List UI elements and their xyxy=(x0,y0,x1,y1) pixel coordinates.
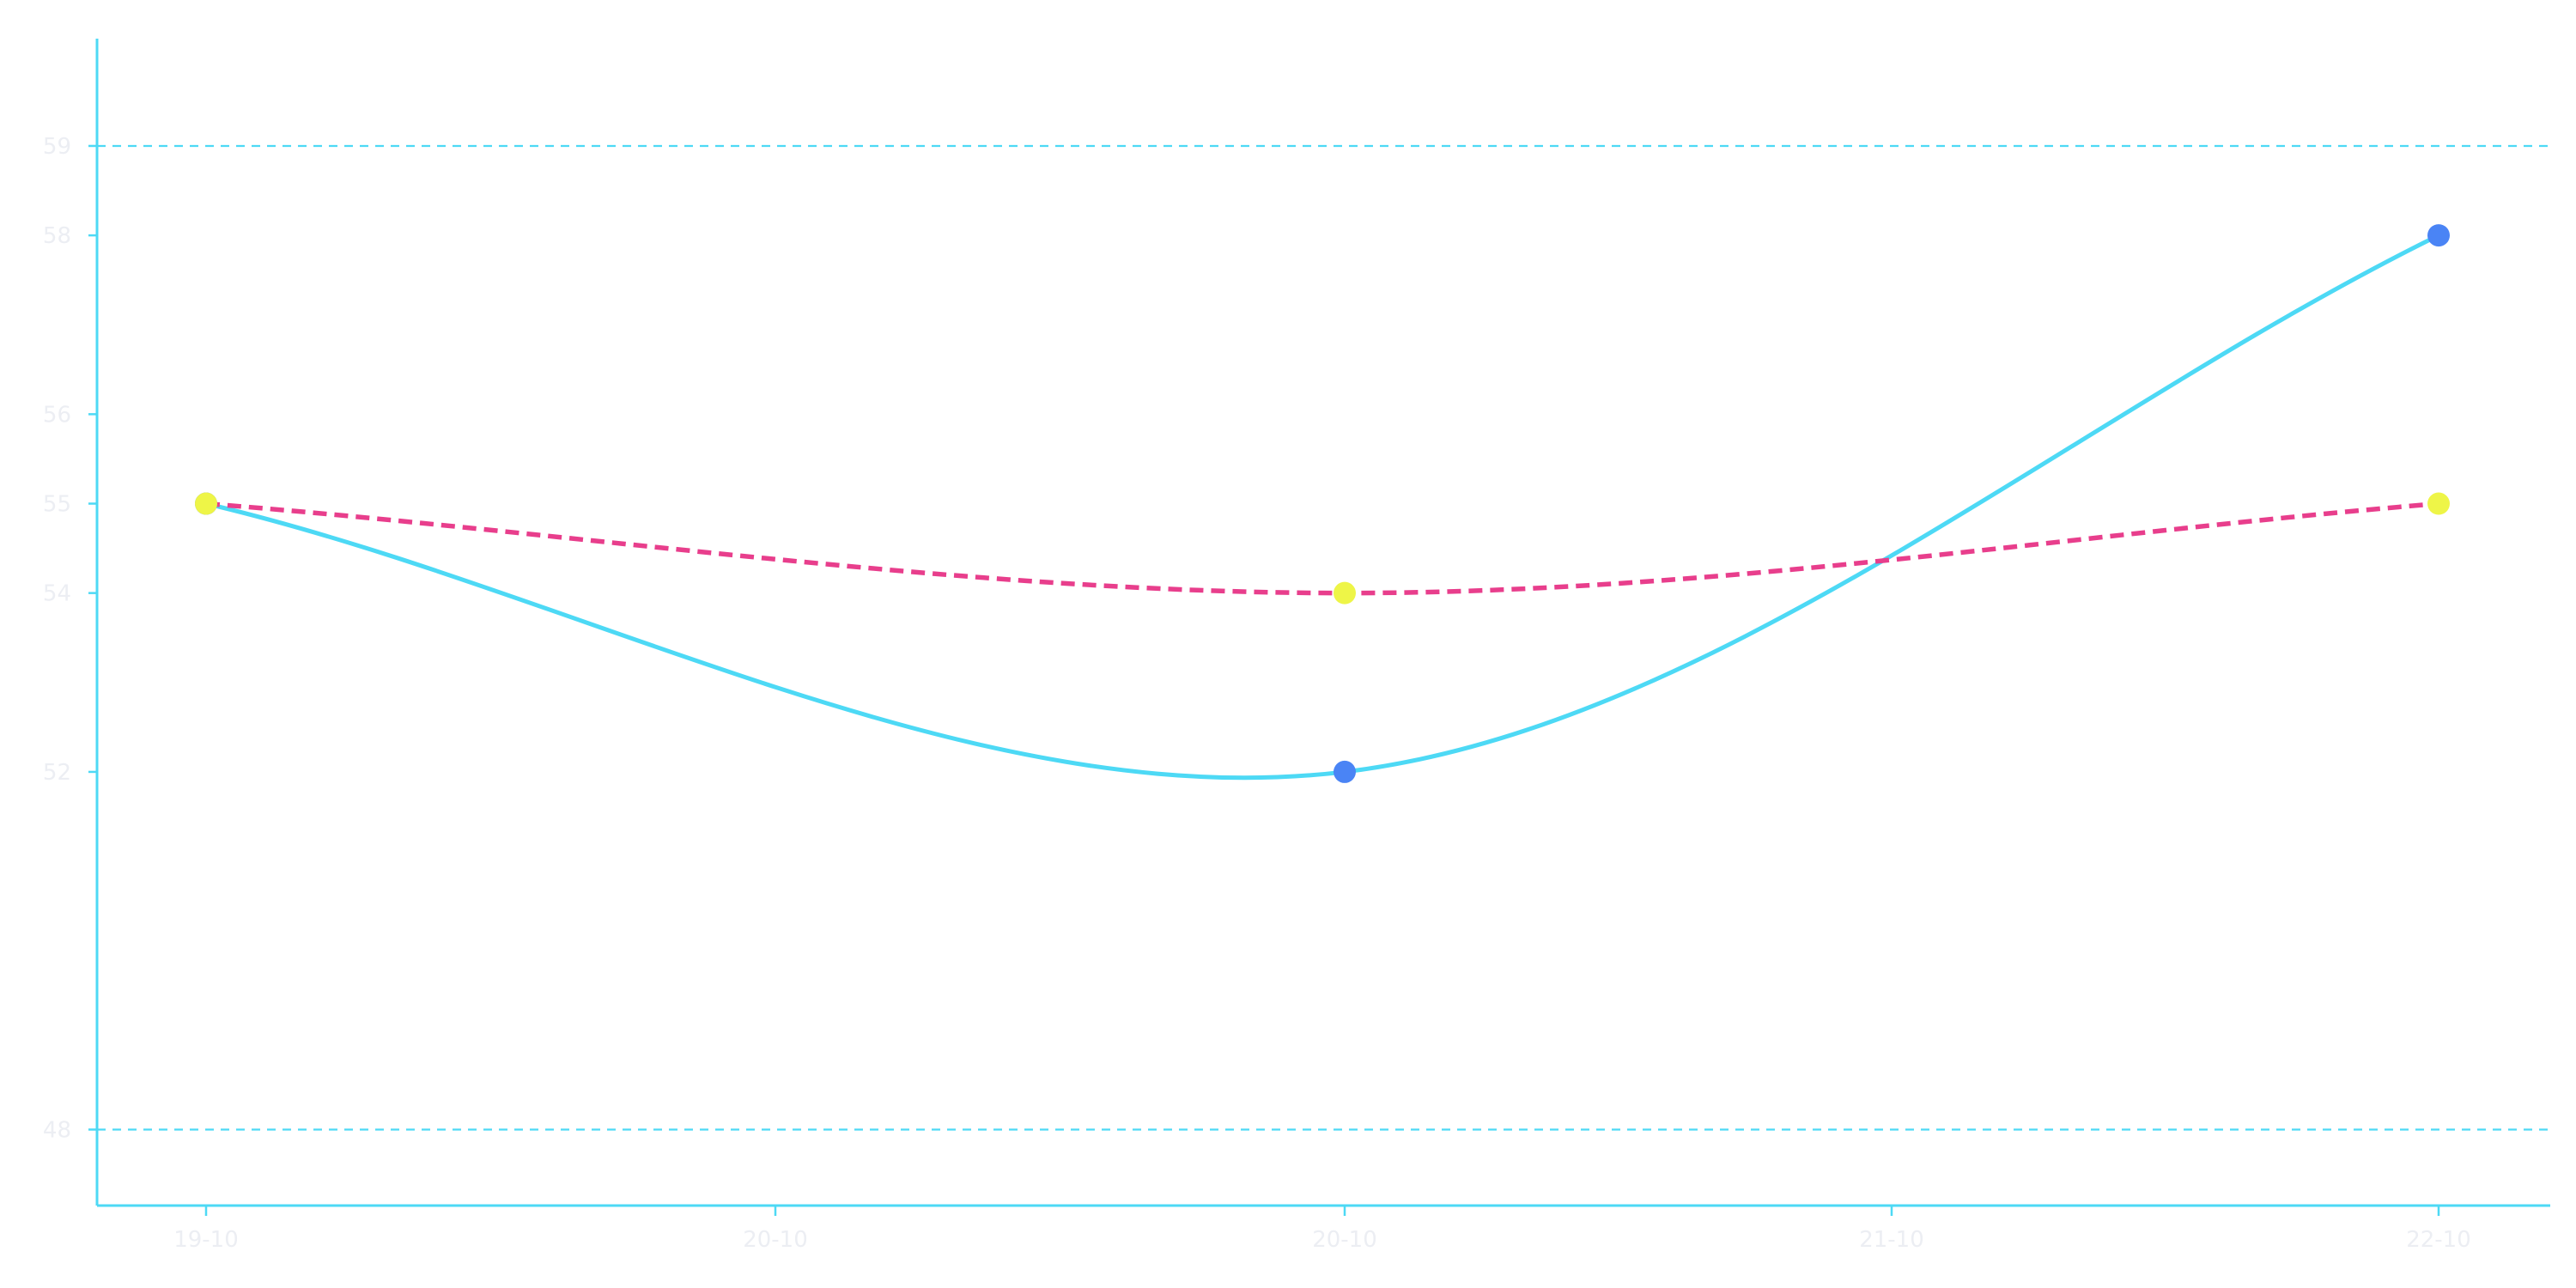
data-point xyxy=(195,492,217,515)
y-tick-label: 58 xyxy=(43,223,71,249)
x-tick-label: 19-10 xyxy=(173,1227,239,1253)
reference-lines xyxy=(97,144,2550,1131)
axes xyxy=(95,39,2550,1207)
series-markers xyxy=(195,224,2450,783)
y-tick-label: 56 xyxy=(43,402,71,428)
data-point xyxy=(2427,224,2450,247)
y-tick-label: 59 xyxy=(43,134,71,160)
y-tick-label: 55 xyxy=(43,492,71,518)
data-point xyxy=(2427,492,2450,515)
x-axis-ticks: 19-10 20-10 20-10 21-10 22-10 xyxy=(173,1206,2471,1253)
y-axis-ticks: 48 52 54 55 56 58 59 xyxy=(43,134,97,1143)
data-point xyxy=(1334,581,1356,605)
x-tick-label: 20-10 xyxy=(1312,1227,1377,1253)
data-point xyxy=(1334,760,1356,783)
y-tick-label: 54 xyxy=(43,581,71,607)
x-tick-label: 22-10 xyxy=(2406,1227,2471,1253)
series-line-2 xyxy=(205,501,2439,596)
series-lines xyxy=(205,233,2440,781)
y-tick-label: 48 xyxy=(43,1117,71,1143)
x-tick-label: 20-10 xyxy=(743,1227,808,1253)
y-tick-label: 52 xyxy=(43,760,71,786)
x-tick-label: 21-10 xyxy=(1859,1227,1924,1253)
series-line-1 xyxy=(205,233,2440,781)
